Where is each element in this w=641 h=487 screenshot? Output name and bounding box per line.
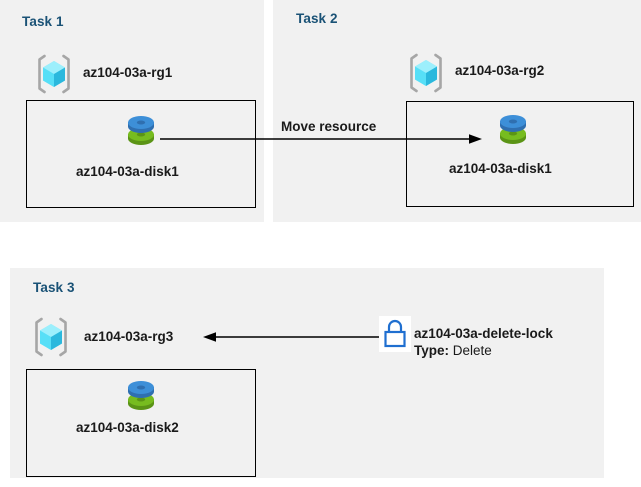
move-resource-label: Move resource — [281, 119, 377, 134]
resource-group-icon — [32, 317, 70, 357]
resource-group-label-rg2: az104-03a-rg2 — [455, 63, 545, 78]
resource-box-task-3 — [26, 369, 256, 477]
resource-group-label-rg3: az104-03a-rg3 — [84, 329, 174, 344]
panel-title-task-1: Task 1 — [22, 14, 64, 29]
panel-task-3 — [10, 268, 604, 478]
resource-group-label-rg1: az104-03a-rg1 — [83, 65, 173, 80]
panel-task-1 — [0, 0, 264, 222]
resource-label-disk1-task1: az104-03a-disk1 — [76, 164, 179, 179]
resource-label-disk2-task3: az104-03a-disk2 — [76, 420, 179, 435]
panel-title-task-2: Task 2 — [296, 11, 338, 26]
managed-disk-icon — [493, 111, 533, 153]
panel-title-task-3: Task 3 — [33, 280, 75, 295]
lock-type-key: Type: — [414, 343, 450, 358]
panel-task-2 — [273, 0, 641, 222]
lock-type-row: Type: Delete — [414, 343, 492, 358]
resource-group-icon — [35, 54, 73, 94]
resource-box-task-1 — [26, 100, 256, 208]
managed-disk-icon — [121, 112, 161, 154]
resource-label-disk1-task2: az104-03a-disk1 — [449, 161, 552, 176]
resource-box-task-2 — [406, 101, 634, 207]
lock-type-value: Delete — [452, 343, 492, 358]
managed-disk-icon — [121, 377, 161, 419]
lock-icon — [379, 316, 411, 352]
resource-group-icon — [407, 53, 445, 93]
lock-label: az104-03a-delete-lock — [414, 326, 553, 341]
